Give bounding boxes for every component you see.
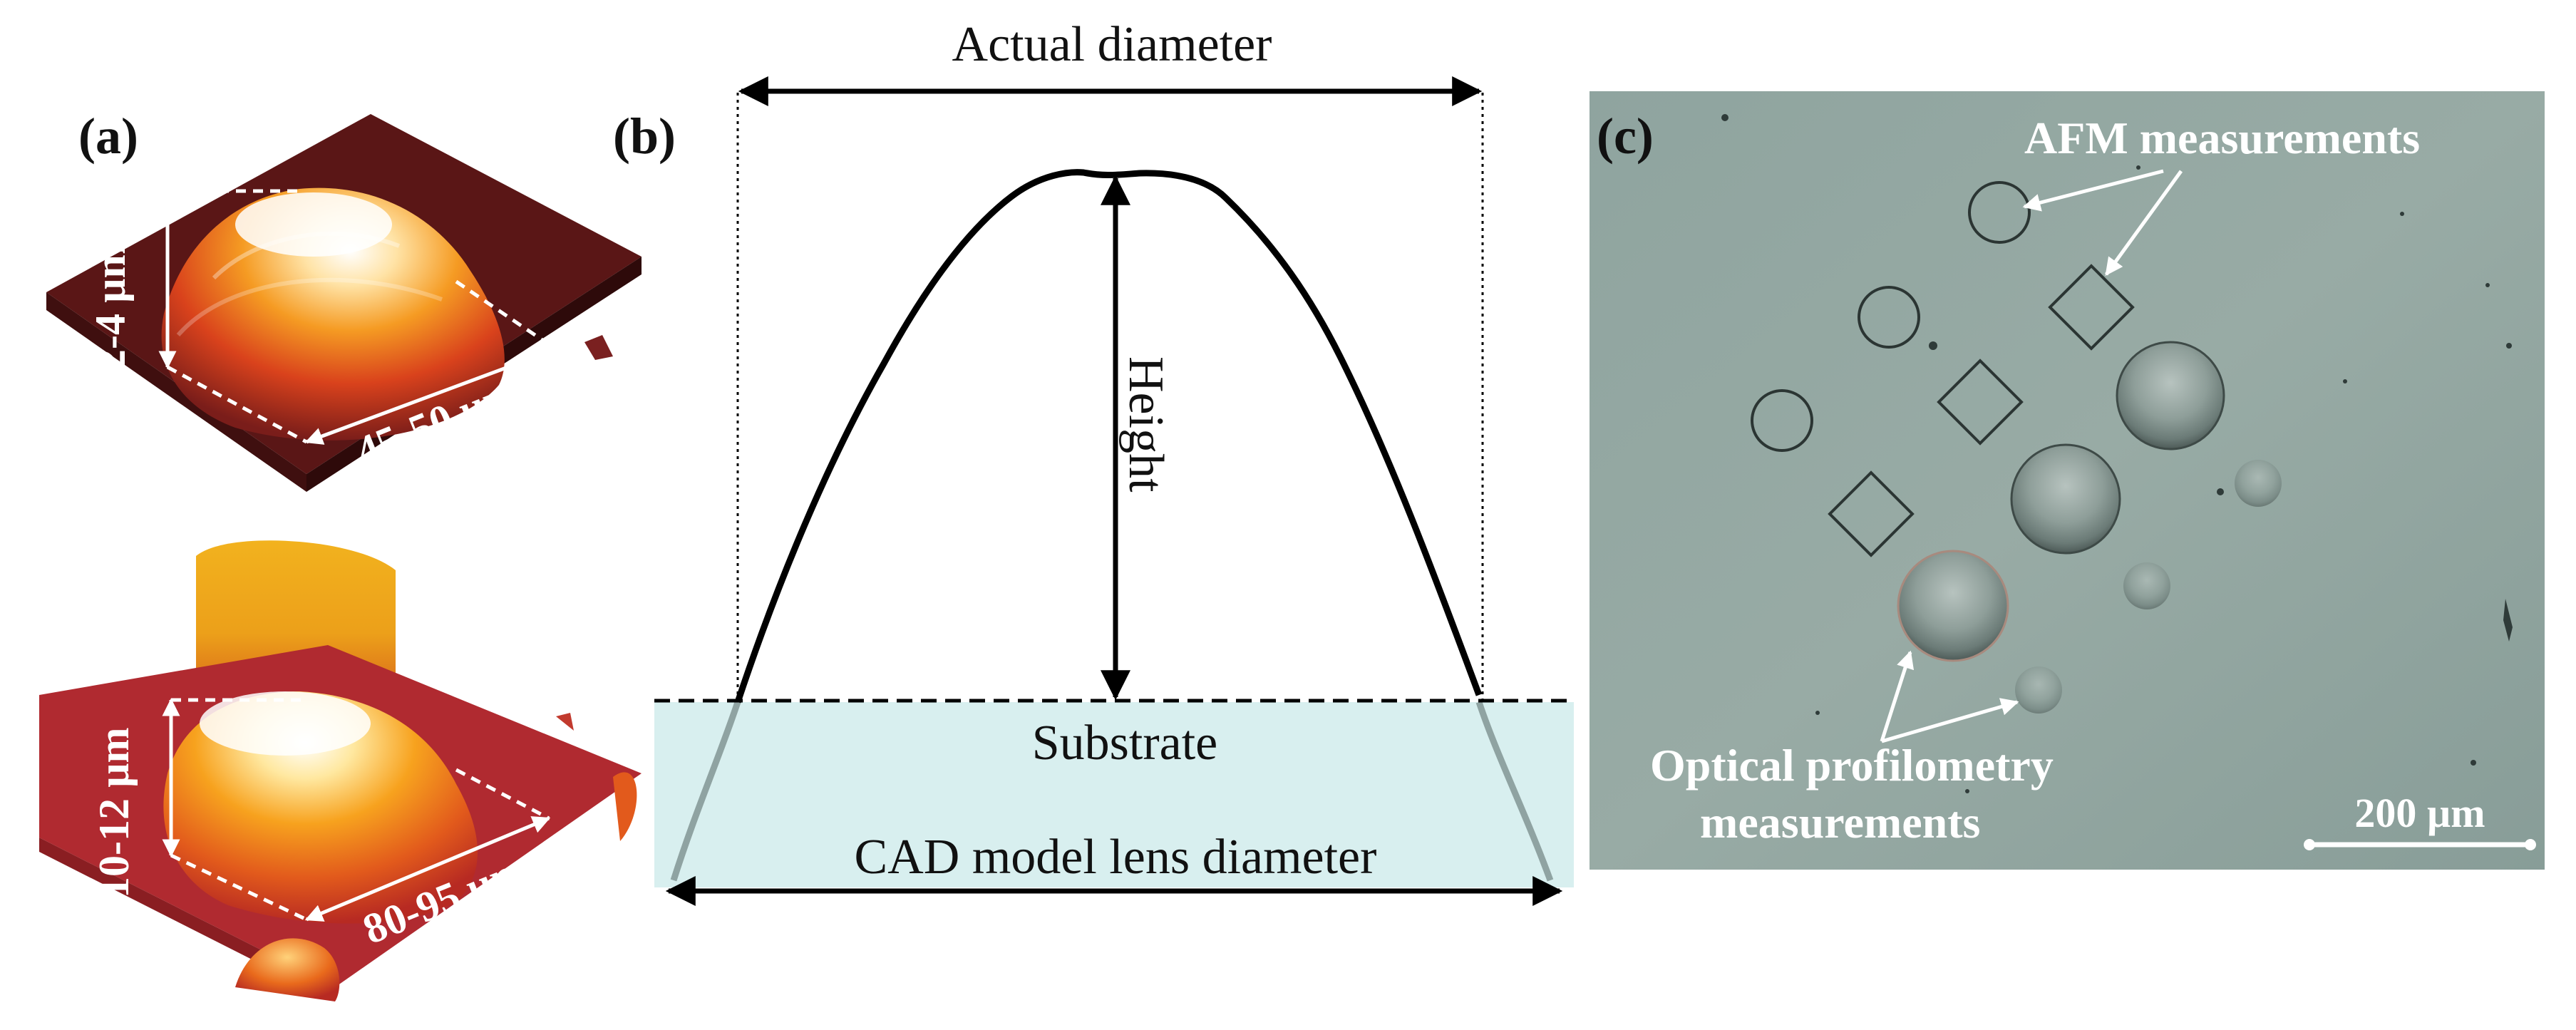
afm-marks (1751, 181, 2135, 557)
scale-bar-label: 200 µm (2354, 790, 2485, 836)
height-label: Height (1118, 356, 1173, 493)
afm-measurements-label: AFM measurements (2024, 113, 2420, 163)
panel-b: (b) Actual diameter Height Substrate CAD… (613, 17, 1574, 906)
afm-surface-top (46, 114, 642, 492)
panel-b-label: (b) (613, 108, 676, 165)
scale-bar: 200 µm (2304, 790, 2536, 850)
micro-lenses (1897, 341, 2282, 714)
actual-diameter-label: Actual diameter (952, 17, 1272, 72)
afm-top-height-label: 2-4 µm (87, 242, 134, 371)
micrograph-arrows (1880, 169, 2183, 743)
micrograph-specks (1721, 114, 2513, 793)
panel-a-label: (a) (78, 108, 138, 165)
afm-bottom-height-label: 10-12 µm (91, 727, 138, 898)
panel-c: (c) AFM measurements Optical profilometr… (1590, 91, 2545, 870)
lens-profile (734, 169, 1483, 704)
substrate-label: Substrate (1032, 716, 1218, 771)
panel-a: (a) 2-4 µm 45-50 µm (39, 108, 642, 1001)
optical-measurements-label: measurements (1700, 797, 1980, 848)
substrate-region (654, 702, 1574, 887)
optical-profilometry-label: Optical profilometry (1650, 740, 2054, 790)
cad-diameter-label: CAD model lens diameter (855, 830, 1377, 885)
panel-c-label: (c) (1597, 108, 1654, 165)
